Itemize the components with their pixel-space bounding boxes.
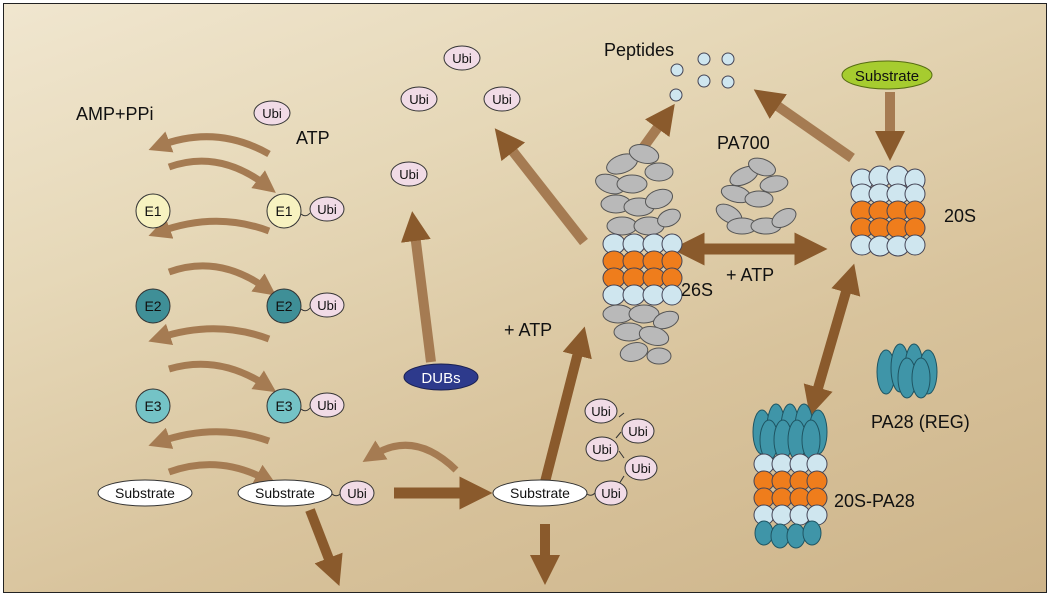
svg-text:Ubi: Ubi: [317, 398, 337, 413]
svg-text:E3: E3: [144, 398, 161, 414]
atp-label: ATP: [296, 128, 330, 148]
proteasome-20s-pa28: [752, 403, 828, 549]
svg-text:Ubi: Ubi: [262, 106, 282, 121]
svg-text:Ubi: Ubi: [347, 486, 367, 501]
svg-text:Ubi: Ubi: [409, 92, 429, 107]
plus-atp-label-left: + ATP: [504, 320, 552, 340]
amp-ppi-label: AMP+PPi: [76, 104, 154, 124]
svg-text:Ubi: Ubi: [628, 424, 648, 439]
cascade-arrows: [148, 131, 459, 486]
e2-node: E2: [135, 288, 171, 324]
substrate-poly-ubi: Substrate Ubi Ubi Ubi Ubi Ubi: [492, 398, 658, 507]
svg-text:Substrate: Substrate: [855, 68, 919, 85]
svg-text:Ubi: Ubi: [601, 486, 621, 501]
svg-text:Ubi: Ubi: [592, 442, 612, 457]
e1-ubi-node: E1 Ubi: [266, 193, 345, 229]
svg-text:Ubi: Ubi: [631, 461, 651, 476]
plus-atp-label-right: + ATP: [726, 265, 774, 285]
label-20s-pa28: 20S-PA28: [834, 491, 915, 511]
svg-text:Substrate: Substrate: [115, 485, 175, 501]
label-26s: 26S: [681, 280, 713, 300]
peptide-dots: [669, 52, 735, 102]
svg-text:Substrate: Substrate: [510, 485, 570, 501]
svg-text:Ubi: Ubi: [492, 92, 512, 107]
e3-node: E3: [135, 388, 171, 424]
svg-text:E2: E2: [275, 298, 292, 314]
svg-text:Ubi: Ubi: [317, 202, 337, 217]
svg-text:Ubi: Ubi: [452, 51, 472, 66]
svg-text:E2: E2: [144, 298, 161, 314]
svg-text:E1: E1: [275, 203, 292, 219]
substrate-green-badge: Substrate: [841, 60, 933, 90]
e1-node: E1: [135, 193, 171, 229]
ubiquitin-proteasome-diagram: AMP+PPi ATP Ubi E1 E1 Ubi E2 E2 Ubi E3 E…: [76, 40, 976, 586]
svg-text:Substrate: Substrate: [255, 485, 315, 501]
svg-text:E3: E3: [275, 398, 292, 414]
substrate-free: Substrate: [97, 479, 193, 507]
svg-text:DUBs: DUBs: [421, 370, 460, 387]
svg-text:Ubi: Ubi: [317, 298, 337, 313]
pa700-label: PA700: [717, 133, 770, 153]
e2-ubi-node: E2 Ubi: [266, 288, 345, 324]
diagram-canvas: AMP+PPi ATP Ubi E1 E1 Ubi E2 E2 Ubi E3 E…: [3, 3, 1047, 593]
svg-text:Ubi: Ubi: [591, 404, 611, 419]
label-20s: 20S: [944, 206, 976, 226]
proteasome-26s: [595, 143, 683, 365]
flow-arrows: [305, 89, 905, 586]
ubi-free-top: Ubi: [253, 100, 291, 126]
peptides-label: Peptides: [604, 40, 674, 60]
svg-text:Ubi: Ubi: [399, 167, 419, 182]
svg-text:E1: E1: [144, 203, 161, 219]
substrate-mono-ubi: Substrate Ubi: [237, 479, 375, 507]
label-pa28: PA28 (REG): [871, 412, 970, 432]
dubs-badge: DUBs: [403, 363, 479, 391]
pa700-complex: [715, 157, 797, 235]
e3-ubi-node: E3 Ubi: [266, 388, 345, 424]
proteasome-20s: [850, 165, 926, 257]
pa28-complex: [876, 343, 938, 399]
ubi-free-cluster: Ubi Ubi Ubi Ubi: [390, 45, 521, 187]
